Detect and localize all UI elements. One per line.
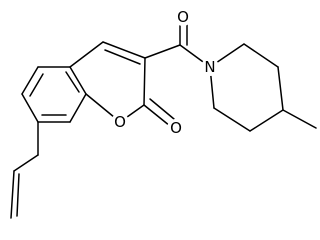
bond [282,109,317,129]
molecule-structure-diagram: O N O O [10,8,317,219]
bond [249,109,284,132]
bond [69,66,87,95]
bond [213,107,251,132]
bond [16,173,20,217]
bond [243,43,279,68]
bond [143,104,171,127]
atom-o-ring: O [111,113,129,131]
bond [104,49,141,65]
bond [21,66,39,95]
bond-lines [10,15,317,219]
atom-labels: O N O O [111,8,219,137]
atom-label: N [204,58,215,76]
bond [13,154,39,172]
bond [69,93,87,123]
atom-n-piperidine: N [201,58,219,76]
bond [144,44,181,59]
atom-o-carbonyl: O [174,8,192,26]
atom-o-lactone: O [167,119,185,137]
atom-label: O [170,119,182,137]
bond [102,41,146,59]
atom-label: O [177,8,189,26]
bond [21,93,39,123]
bond [29,73,44,97]
bond [10,170,15,219]
bond [277,66,284,111]
atom-label: O [114,113,126,131]
bond [65,71,80,93]
bond [143,57,146,106]
bond [69,41,104,68]
bond [149,98,175,120]
